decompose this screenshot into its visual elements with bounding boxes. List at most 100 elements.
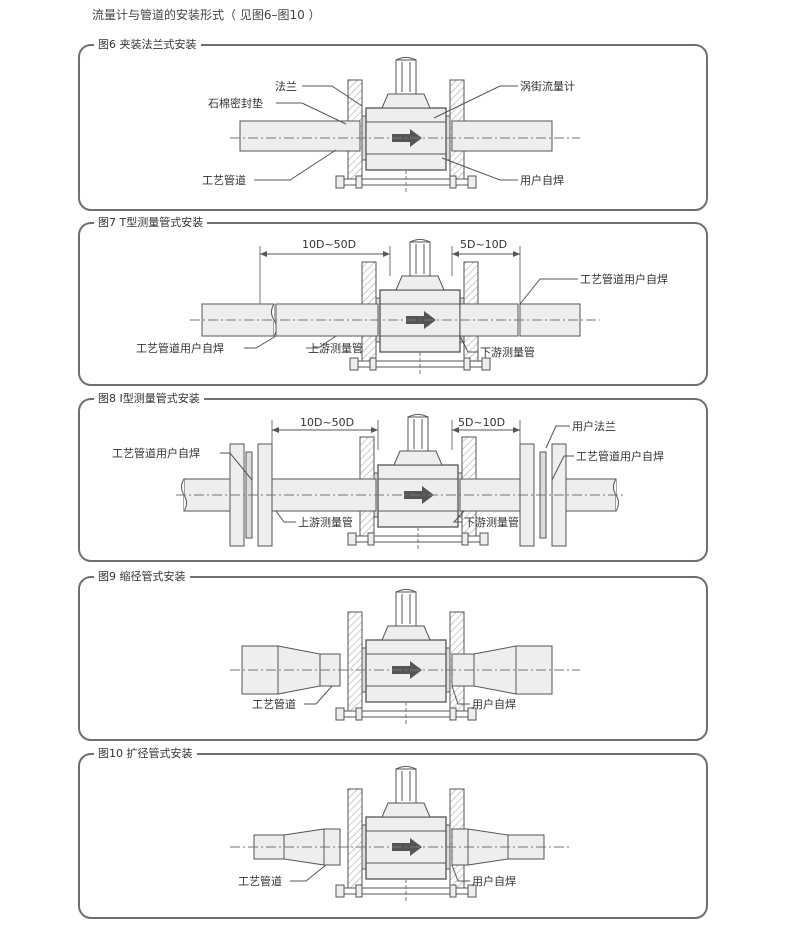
panel-fig6: 图6 夹装法兰式安装 法兰 石棉密封垫 工艺管道 涡街流量计 用户自焊 xyxy=(78,37,708,211)
nut-right xyxy=(467,707,477,721)
nut-inner-left xyxy=(355,175,363,189)
nut-left xyxy=(335,884,345,898)
panel-title: 图9 缩径管式安装 xyxy=(94,569,190,585)
meter-head xyxy=(393,450,443,466)
nut-inner-right xyxy=(449,175,457,189)
leader-upstream-pipe xyxy=(306,335,337,349)
arrow-head xyxy=(272,427,279,433)
leader-downstream-pipe xyxy=(459,335,478,353)
meter-head xyxy=(395,275,445,291)
meter-head xyxy=(381,93,431,109)
leader-gasket xyxy=(276,102,347,125)
leader-vortex-meter xyxy=(433,85,518,119)
label-user-weld: 用户自焊 xyxy=(520,173,564,187)
leader-process-pipe xyxy=(254,149,337,181)
nut-inner-left xyxy=(355,884,363,898)
diagram-fig8: 10D~50D 5D~10D 用户法兰 工艺管道用户自焊 工艺管道用户自焊 上游… xyxy=(112,414,664,549)
arrow-head xyxy=(260,251,267,257)
meter-neck xyxy=(407,416,429,452)
nut-right xyxy=(479,532,489,546)
label-user-weld: 用户自焊 xyxy=(472,697,516,711)
panel-fig10: 图10 扩径管式安装 工艺管道 用户自焊 xyxy=(78,746,708,919)
neck-break xyxy=(395,766,417,770)
nut-inner-right xyxy=(461,532,469,546)
label-weld-right: 工艺管道用户自焊 xyxy=(580,272,668,286)
label-downstream-pipe: 下游测量管 xyxy=(480,345,535,359)
leader-weld-right xyxy=(519,278,578,305)
diagram-fig9: 工艺管道 用户自焊 xyxy=(230,589,580,724)
label-upstream-dim: 10D~50D xyxy=(302,238,356,251)
leader-weld-left xyxy=(220,452,253,481)
flange-left xyxy=(347,788,363,890)
leader-weld-left xyxy=(244,335,277,349)
leader-flange xyxy=(302,85,363,107)
flowmeter-assembly xyxy=(349,239,491,374)
nut-inner-right xyxy=(463,357,471,371)
nut-right xyxy=(467,175,477,189)
label-user-flange: 用户法兰 xyxy=(572,419,616,433)
leader-weld-right xyxy=(551,455,574,481)
flowmeter-assembly xyxy=(335,766,477,901)
diagram-fig6: 法兰 石棉密封垫 工艺管道 涡街流量计 用户自焊 xyxy=(202,57,580,192)
label-user-weld: 用户自焊 xyxy=(472,874,516,888)
meter-head xyxy=(381,625,431,641)
label-downstream-pipe: 下游测量管 xyxy=(464,515,519,529)
label-downstream-dim: 5D~10D xyxy=(458,416,505,429)
nut-inner-right xyxy=(449,884,457,898)
label-upstream-pipe: 上游测量管 xyxy=(298,515,353,529)
arrow-head xyxy=(452,427,459,433)
neck-break xyxy=(407,414,429,418)
label-weld-left: 工艺管道用户自焊 xyxy=(112,446,200,460)
arrow-head xyxy=(513,427,520,433)
flowmeter-assembly xyxy=(347,414,489,549)
diagram-fig7: 10D~50D 5D~10D 工艺管道用户自焊 工艺管道用户自焊 上游测量管 下… xyxy=(136,238,668,374)
label-process-pipe: 工艺管道 xyxy=(202,173,246,187)
nut-inner-left xyxy=(369,357,377,371)
panel-fig7: 图7 T型测量管式安装 10D~50D 5D~10D 工艺管道用户自焊 工艺管道… xyxy=(78,215,708,386)
label-upstream-dim: 10D~50D xyxy=(300,416,354,429)
label-gasket: 石棉密封垫 xyxy=(208,96,263,110)
nut-left xyxy=(335,175,345,189)
nut-inner-right xyxy=(449,707,457,721)
left-pipe xyxy=(239,120,361,152)
upstream-measure-pipe xyxy=(275,303,379,337)
label-weld-left: 工艺管道用户自焊 xyxy=(136,341,224,355)
arrow-head xyxy=(383,251,390,257)
arrow-head xyxy=(371,427,378,433)
panel-title: 图10 扩径管式安装 xyxy=(94,746,197,762)
leader-downstream-pipe xyxy=(452,510,465,523)
label-upstream-pipe: 上游测量管 xyxy=(308,341,363,355)
label-process-pipe: 工艺管道 xyxy=(252,697,296,711)
neck-break xyxy=(395,589,417,593)
neck-break xyxy=(395,57,417,61)
leader-user-weld xyxy=(451,864,470,882)
panel-title: 图8 I型测量管式安装 xyxy=(94,391,204,407)
meter-neck xyxy=(395,591,417,627)
panel-fig9: 图9 缩径管式安装 工艺管道 用户自焊 xyxy=(78,569,708,741)
diagram-fig10: 工艺管道 用户自焊 xyxy=(230,766,570,901)
nut-left xyxy=(349,357,359,371)
leader-user-weld xyxy=(451,685,470,705)
leader-process-pipe xyxy=(290,864,327,882)
panel-title: 图7 T型测量管式安装 xyxy=(94,215,208,231)
meter-head xyxy=(381,802,431,818)
label-weld-right: 工艺管道用户自焊 xyxy=(576,449,664,463)
nut-right xyxy=(467,884,477,898)
leader-upstream-pipe xyxy=(275,510,296,523)
nut-right xyxy=(481,357,491,371)
nut-left xyxy=(335,707,345,721)
leader-user-weld xyxy=(441,157,518,181)
neck-break xyxy=(409,239,431,243)
arrow-head xyxy=(513,251,520,257)
flange-left xyxy=(347,611,363,713)
panel-title: 图6 夹装法兰式安装 xyxy=(94,37,201,53)
label-vortex-meter: 涡街流量计 xyxy=(520,79,575,93)
page-title: 流量计与管道的安装形式（ 见图6–图10 ） xyxy=(92,8,321,22)
nut-left xyxy=(347,532,357,546)
label-flange: 法兰 xyxy=(275,79,297,93)
right-pipe xyxy=(451,120,553,152)
nut-inner-left xyxy=(355,707,363,721)
leader-process-pipe xyxy=(304,685,333,705)
leader-user-flange xyxy=(545,425,570,449)
arrow-head xyxy=(452,251,459,257)
